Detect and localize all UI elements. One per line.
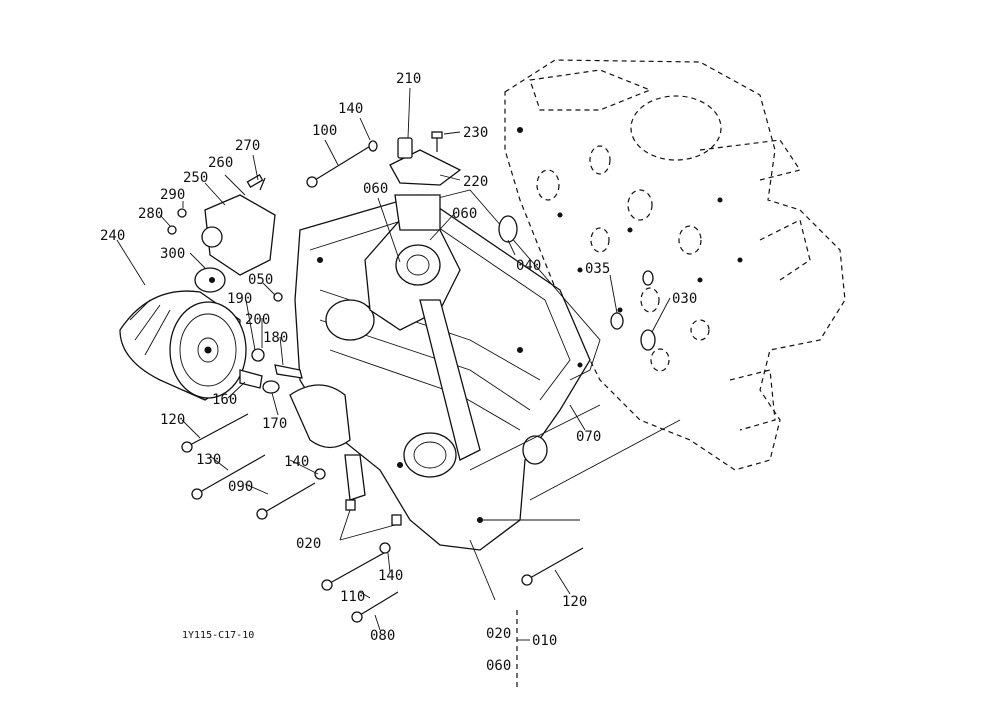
oil-filter [119, 290, 247, 401]
callout: 260 [208, 155, 233, 171]
callout: 040 [516, 258, 541, 274]
callout: 200 [245, 312, 270, 328]
callout: 120 [562, 594, 587, 610]
callout: 190 [227, 291, 252, 307]
callout: 210 [396, 71, 421, 87]
callout: 270 [235, 138, 260, 154]
callout: 110 [340, 589, 365, 605]
callout-labels: 210 140 100 230 220 270 260 250 290 280 … [100, 71, 697, 674]
small-fittings [167, 208, 402, 554]
callout: 050 [248, 272, 273, 288]
oring-030 [640, 329, 656, 351]
callout: 070 [576, 429, 601, 445]
callout: 130 [196, 452, 221, 468]
callout: 140 [378, 568, 403, 584]
callout: 230 [463, 125, 488, 141]
callout: 060 [452, 206, 477, 222]
oring-030-small [642, 270, 654, 286]
leader-lines [116, 87, 681, 631]
callout: 035 [585, 261, 610, 277]
callout: 020 [486, 626, 511, 642]
pump-housing [364, 194, 481, 461]
callout: 180 [263, 330, 288, 346]
callout: 160 [212, 392, 237, 408]
callout: 280 [138, 206, 163, 222]
callout: 300 [160, 246, 185, 262]
callout: 090 [228, 479, 253, 495]
gear-case-gasket [429, 189, 601, 381]
callout: 060 [363, 181, 388, 197]
callout: 170 [262, 416, 287, 432]
callout: 220 [463, 174, 488, 190]
callout: 240 [100, 228, 125, 244]
figure-code: 1Y115-C17-10 [182, 630, 254, 641]
callout: 290 [160, 187, 185, 203]
callout: 140 [284, 454, 309, 470]
bolts [181, 140, 584, 623]
filter-bracket [194, 174, 276, 293]
callout: 010 [532, 633, 557, 649]
callout: 250 [183, 170, 208, 186]
callout: 120 [160, 412, 185, 428]
oring-040 [498, 215, 518, 243]
callout: 140 [338, 101, 363, 117]
callout: 100 [312, 123, 337, 139]
callout: 030 [672, 291, 697, 307]
callout: 060 [486, 658, 511, 674]
oring-035 [610, 312, 624, 330]
callout: 080 [370, 628, 395, 644]
callout: 020 [296, 536, 321, 552]
